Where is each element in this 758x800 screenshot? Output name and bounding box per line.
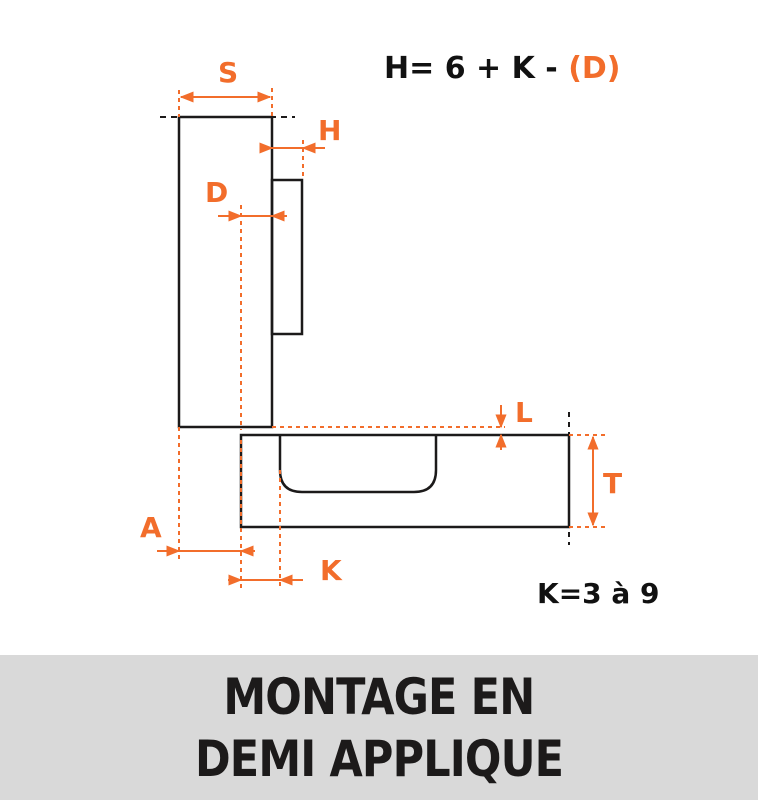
guide-lines [178,88,605,590]
label-d: D [205,176,228,209]
cabinet-side [239,433,571,529]
title-line-1: MONTAGE EN [223,667,535,726]
label-l: L [515,396,533,429]
title-banner: MONTAGE EN DEMI APPLIQUE [0,655,758,800]
label-k: K [320,554,343,587]
hinge-mounting-diagram: H= 6 + K - (D) S H D L [140,51,660,610]
hinge-plate [270,178,304,336]
label-s: S [218,56,238,89]
door-panel [177,115,274,429]
k-range-text: K=3 à 9 [537,577,660,610]
label-h: H [318,114,341,147]
formula-text: H= 6 + K - (D) [384,51,621,86]
title-line-2: DEMI APPLIQUE [194,729,564,788]
label-t: T [603,467,622,500]
label-a: A [140,511,162,544]
